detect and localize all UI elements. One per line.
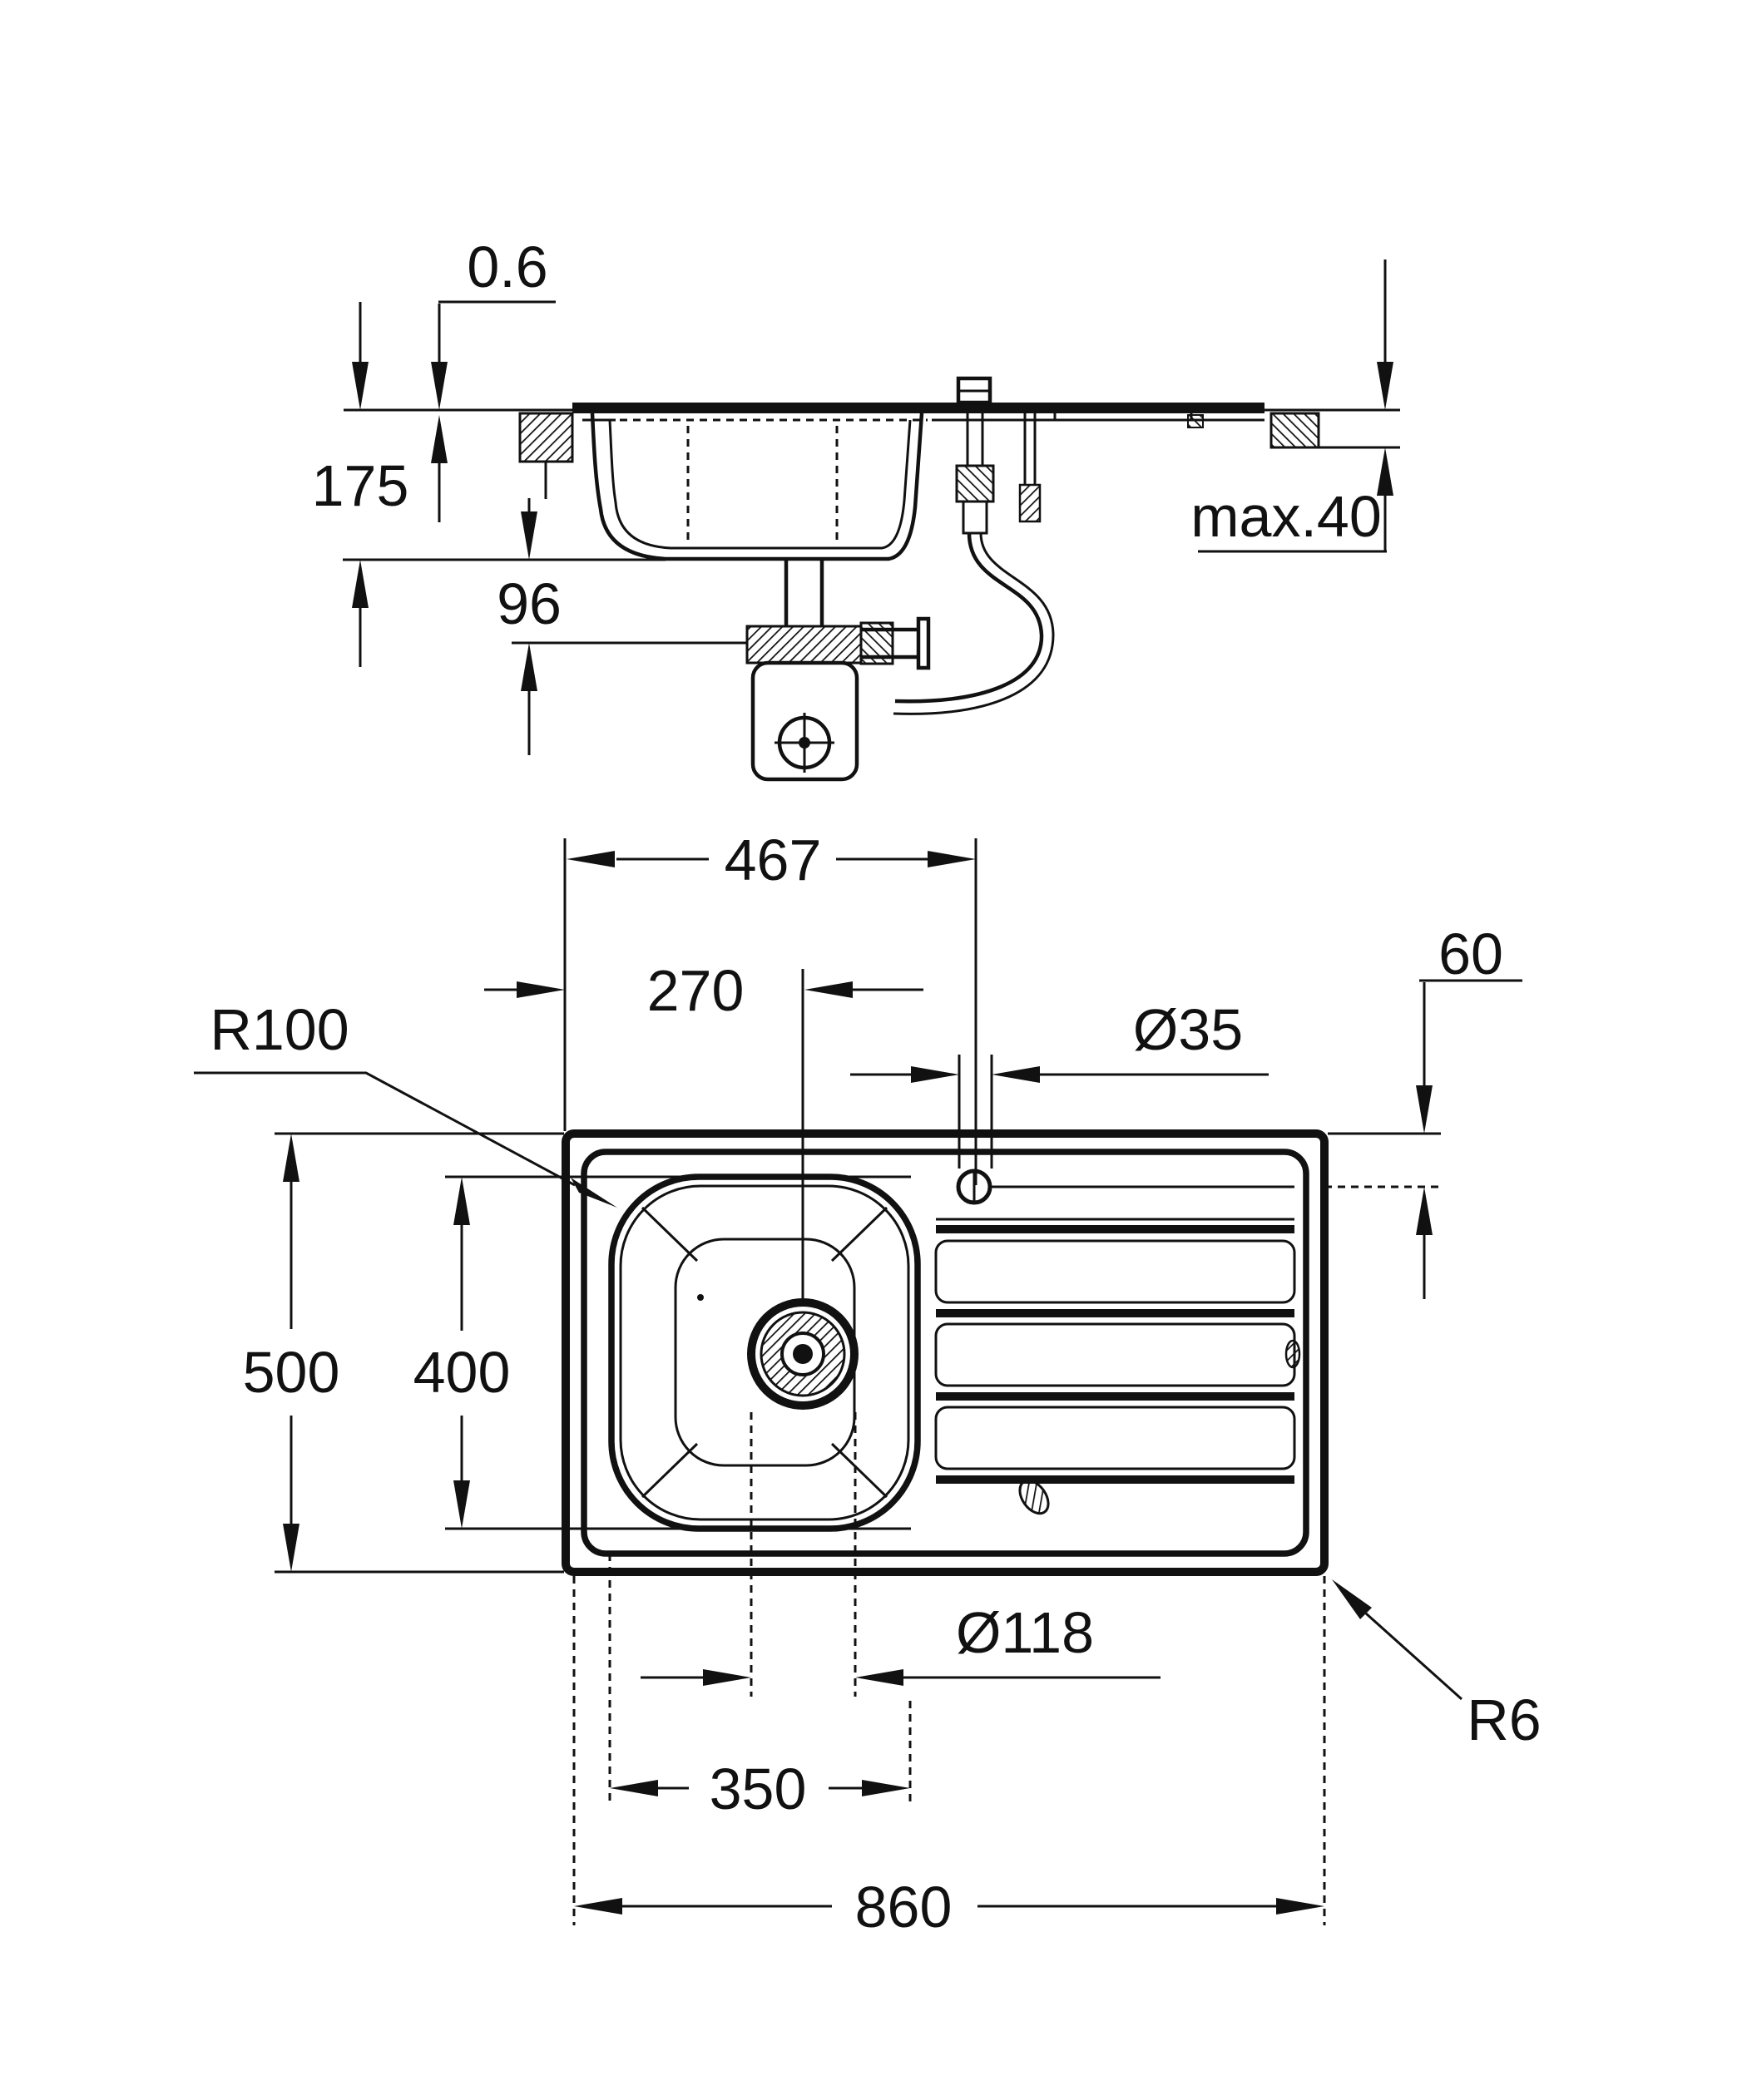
dim-label-bowl-corner-radius: R100 — [210, 997, 349, 1062]
bowl-surface-mark — [697, 1294, 704, 1301]
dim-lines — [512, 498, 747, 755]
worktop-surface-lines — [344, 408, 1400, 449]
bowl-inner-wall — [608, 419, 912, 550]
dim-arrows — [521, 511, 537, 691]
dim-overall-width: 860 — [572, 1576, 1326, 1939]
dim-arrows — [567, 851, 976, 867]
overflow-hose-outer — [894, 532, 1044, 704]
drainer-slat-3 — [934, 1322, 1296, 1387]
dim-label-drain-hole: Ø118 — [956, 1600, 1094, 1665]
leader-line — [194, 1071, 576, 1187]
dim-ext-dashed — [750, 1412, 857, 1697]
sink-outer-edge — [562, 1129, 1329, 1576]
dim-arrows — [1377, 362, 1393, 496]
dim-label-bowl-length: 400 — [413, 1340, 511, 1405]
dim-ext-dashed — [608, 1554, 912, 1806]
outlet-flange — [916, 616, 931, 670]
drain-strainer-hatch — [761, 1312, 845, 1396]
sink-rim-section-band — [572, 403, 1265, 413]
drain-flange-hatch — [745, 625, 863, 665]
dim-lines — [1198, 259, 1387, 553]
drainer-groove-bars — [936, 1225, 1294, 1484]
drain-tailpipe — [784, 559, 824, 626]
worktop-cut-hatch-left — [518, 412, 574, 463]
dim-label-sheet-thickness: 0.6 — [467, 235, 547, 299]
sink-inner-rim — [581, 1149, 1309, 1557]
leader-line — [1364, 1612, 1463, 1701]
dim-bowl-corner-radius: R100 — [194, 997, 617, 1208]
dim-outer-corner-radius: R6 — [1332, 1579, 1542, 1752]
leader-arrow — [1332, 1579, 1372, 1619]
bowl-hidden-bottom-edges — [686, 426, 839, 545]
dim-label-overall-depth: 500 — [243, 1340, 340, 1405]
bowl-corner-facets — [641, 1206, 888, 1499]
dim-label-bowl-width: 350 — [710, 1757, 807, 1821]
dim-lines — [850, 1055, 1269, 1169]
dim-label-drain-from-left: 270 — [647, 958, 745, 1023]
dim-faucet-hole: Ø35 — [850, 997, 1269, 1169]
drain-plan — [747, 1298, 859, 1410]
dim-bowl-width: 350 — [608, 1554, 912, 1821]
dim-label-drain-height: 96 — [497, 571, 562, 636]
trap-body — [750, 660, 859, 782]
rim-emboss-mark — [1284, 1339, 1301, 1369]
dim-drain-hole: Ø118 — [641, 1412, 1161, 1697]
dim-faucet-from-left: 467 — [563, 828, 977, 1185]
worktop-cut-hatch-right — [1269, 412, 1320, 449]
drainer-slat-4 — [934, 1406, 1296, 1470]
faucet-hole-plan — [956, 1169, 992, 1205]
dim-sheet-thickness: 0.6 — [431, 235, 556, 522]
dim-lines — [343, 302, 666, 667]
dim-bowl-depth: 175 — [312, 302, 666, 667]
dim-worktop-thickness: max.40 — [1190, 259, 1393, 553]
drainer-slat-2 — [934, 1239, 1296, 1304]
bowl-plan — [608, 1174, 921, 1532]
dim-bowl-length: 400 — [413, 1175, 911, 1530]
dim-ext-dashed — [572, 1576, 1326, 1925]
bowl-outer-wall — [590, 413, 924, 561]
trap-cleanout-symbol — [775, 713, 834, 773]
dim-lines — [438, 300, 556, 522]
dim-lines — [275, 1132, 564, 1574]
drainboard — [934, 1185, 1301, 1515]
dim-faucet-from-top: 60 — [995, 922, 1522, 1299]
dim-label-outer-corner-radius: R6 — [1467, 1687, 1541, 1752]
dim-lines — [445, 1175, 911, 1530]
dim-drain-height: 96 — [497, 498, 747, 755]
dim-label-faucet-from-top: 60 — [1438, 922, 1503, 986]
drainer-ridge-ticks — [1053, 403, 1193, 420]
dim-label-worktop-thickness: max.40 — [1190, 484, 1382, 549]
dim-arrows — [283, 1134, 299, 1572]
overflow-hose-inner — [893, 532, 1055, 715]
section-view — [344, 376, 1400, 782]
outlet-coupling-hatch — [859, 621, 894, 665]
overflow-slot — [1018, 1479, 1050, 1515]
plan-view — [562, 1129, 1329, 1576]
dim-lines — [484, 969, 923, 1302]
dim-arrows — [431, 362, 448, 463]
dim-lines — [563, 838, 977, 1185]
dim-label-faucet-from-left: 467 — [725, 828, 822, 892]
dim-arrows — [703, 1669, 903, 1686]
dim-lines — [995, 979, 1522, 1299]
dim-label-faucet-hole: Ø35 — [1133, 997, 1243, 1062]
side-fixing-clip — [1018, 413, 1042, 523]
faucet-fitting-section — [955, 376, 995, 535]
dim-arrows — [1416, 1085, 1433, 1235]
dim-drain-from-left: 270 — [484, 958, 923, 1302]
dim-label-overall-width: 860 — [855, 1875, 953, 1939]
dim-arrows — [911, 1066, 1040, 1083]
dim-overall-depth: 500 — [243, 1132, 564, 1574]
leader-arrow — [571, 1178, 617, 1208]
drain-center-dot — [793, 1344, 813, 1364]
dim-label-bowl-depth: 175 — [312, 453, 409, 518]
bowl-opening-inner-line — [619, 1184, 910, 1521]
